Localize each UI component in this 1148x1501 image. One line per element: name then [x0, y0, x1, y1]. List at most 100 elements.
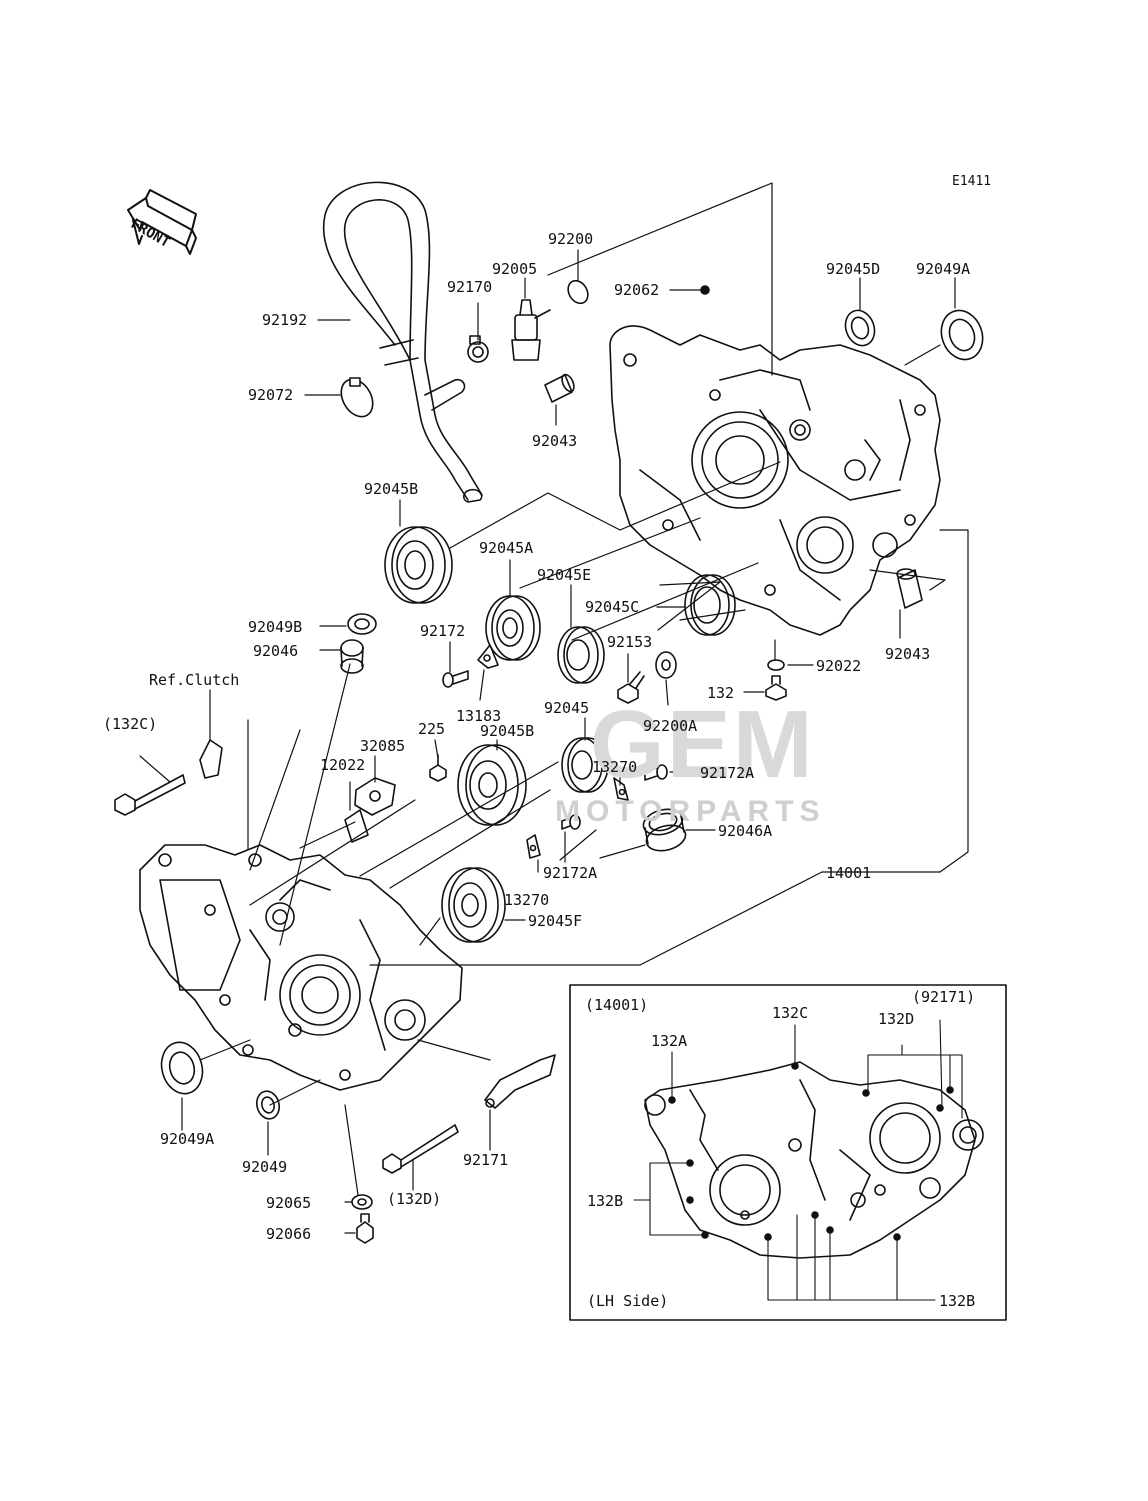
label-92049[interactable]: 92049: [242, 1158, 288, 1176]
label-92046[interactable]: 92046: [253, 642, 299, 660]
breather-hose: [322, 181, 483, 503]
bearing-92045B-mid: [457, 744, 527, 826]
label-92045B-top[interactable]: 92045B: [364, 480, 419, 498]
label-92192[interactable]: 92192: [262, 311, 308, 329]
plate-12022: [344, 809, 369, 843]
bolt-92172A-right: [644, 764, 668, 781]
clamp-92170: [467, 335, 489, 363]
label-92200A[interactable]: 92200A: [643, 717, 698, 735]
label-92172A-right[interactable]: 92172A: [700, 764, 755, 782]
label-92170[interactable]: 92170: [447, 278, 493, 296]
label-92171[interactable]: 92171: [463, 1151, 509, 1169]
label-92043-top[interactable]: 92043: [532, 432, 578, 450]
watermark-subtext: MOTORPARTS: [555, 795, 826, 828]
bolt-92172: [442, 670, 469, 688]
label-14001[interactable]: 14001: [826, 864, 872, 882]
inset-label-132A[interactable]: 132A: [651, 1032, 688, 1050]
needle-bearing-92046: [340, 639, 364, 674]
bearing-92045A: [485, 595, 541, 661]
seal-92049A-bottom: [160, 1041, 204, 1095]
bolt-132: [765, 675, 787, 701]
label-92062[interactable]: 92062: [614, 281, 660, 299]
inset-label-132B-right[interactable]: 132B: [939, 1292, 976, 1310]
right-crankcase: [609, 325, 941, 636]
bearing-92045F: [441, 867, 506, 943]
label-92172A-bottom[interactable]: 92172A: [543, 864, 598, 882]
washer-92200A: [655, 651, 677, 679]
clip-92171: [484, 1054, 556, 1109]
seal-92049: [255, 1090, 281, 1120]
inset-lh-side: [569, 984, 1007, 1321]
label-ref-clutch[interactable]: Ref.Clutch: [149, 671, 240, 689]
inset-label-132B-left[interactable]: 132B: [587, 1192, 624, 1210]
bolt-132C: [114, 774, 186, 816]
label-32085[interactable]: 32085: [360, 737, 406, 755]
bolt-92153: [617, 671, 645, 704]
inset-label-132D[interactable]: 132D: [878, 1010, 915, 1028]
bearing-92045C: [684, 574, 736, 636]
label-92045[interactable]: 92045: [544, 699, 590, 717]
inset-title: (14001): [585, 996, 649, 1014]
label-92172[interactable]: 92172: [420, 622, 466, 640]
seal-92049B: [347, 613, 377, 635]
label-92066[interactable]: 92066: [266, 1225, 312, 1243]
label-92045A[interactable]: 92045A: [479, 539, 534, 557]
needle-bearing-92046A: [642, 808, 687, 852]
label-92045B-mid[interactable]: 92045B: [480, 722, 535, 740]
label-92045F[interactable]: 92045F: [528, 912, 583, 930]
label-92049A-top[interactable]: 92049A: [916, 260, 971, 278]
label-132C-paren[interactable]: (132C): [103, 715, 158, 733]
label-92046A[interactable]: 92046A: [718, 822, 773, 840]
inset-label-132C[interactable]: 132C: [772, 1004, 809, 1022]
bearing-92045E: [557, 626, 605, 684]
label-13270-top[interactable]: 13270: [592, 758, 638, 776]
label-92153[interactable]: 92153: [607, 633, 653, 651]
clutch-clip: [199, 739, 223, 779]
label-92049B[interactable]: 92049B: [248, 618, 303, 636]
seal-92049A-top: [940, 309, 984, 361]
label-13270-bottom[interactable]: 13270: [504, 891, 550, 909]
label-13183[interactable]: 13183: [456, 707, 502, 725]
bolt-225: [429, 754, 447, 782]
washer-92065: [351, 1194, 373, 1210]
label-92072[interactable]: 92072: [248, 386, 294, 404]
front-arrow-icon: [127, 189, 197, 255]
label-92045C[interactable]: 92045C: [585, 598, 640, 616]
bolt-92172A-bottom: [561, 814, 581, 830]
left-crankcase: [139, 844, 463, 1091]
washer-92200: [567, 279, 589, 305]
label-12022[interactable]: 12022: [320, 756, 366, 774]
bolt-132D: [382, 1124, 459, 1174]
label-132[interactable]: 132: [707, 684, 735, 702]
inset-label-92171[interactable]: (92171): [912, 988, 976, 1006]
label-92065[interactable]: 92065: [266, 1194, 312, 1212]
assembly-lines: [199, 182, 969, 1106]
bearing-92045D: [844, 309, 876, 347]
gasket-32085: [354, 777, 396, 816]
fitting-92005: [511, 299, 551, 361]
bearing-92045B-top: [384, 526, 453, 604]
bearing-92045: [561, 737, 609, 793]
label-92045D[interactable]: 92045D: [826, 260, 881, 278]
label-92045E[interactable]: 92045E: [537, 566, 592, 584]
washer-92022: [767, 659, 785, 671]
label-225[interactable]: 225: [418, 720, 446, 738]
label-92043-right[interactable]: 92043: [885, 645, 931, 663]
leader-lines: [139, 249, 956, 1234]
diagram-code: E1411: [952, 174, 992, 189]
plate-13270-top: [613, 777, 629, 801]
label-92200[interactable]: 92200: [548, 230, 594, 248]
drain-plug-92066: [356, 1213, 374, 1244]
dowel-92043-top: [544, 373, 575, 403]
label-132D-paren[interactable]: (132D): [387, 1190, 442, 1208]
hose-clamp-92072: [340, 377, 374, 418]
label-92005[interactable]: 92005: [492, 260, 538, 278]
inset-side-label: (LH Side): [587, 1292, 669, 1310]
plate-13183: [477, 644, 499, 669]
watermark-logo: GEM: [590, 691, 815, 798]
pin-92062: [700, 285, 710, 295]
label-92049A-bottom[interactable]: 92049A: [160, 1130, 215, 1148]
plate-13270-bottom: [526, 834, 541, 859]
label-92022[interactable]: 92022: [816, 657, 862, 675]
